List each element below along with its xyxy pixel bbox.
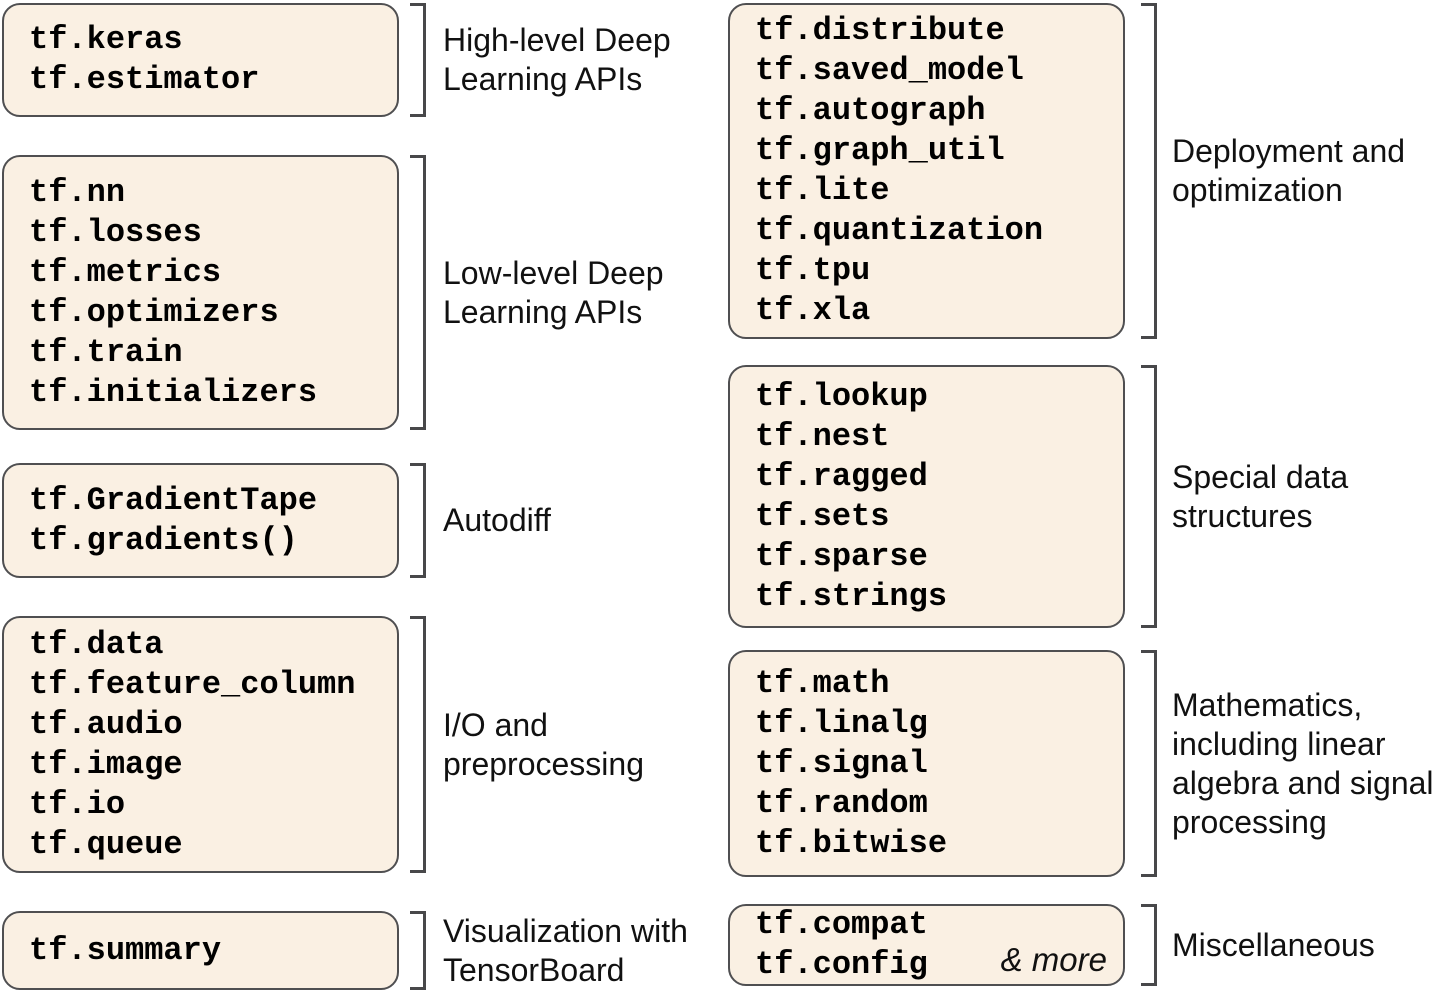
- api-box-high-level: tf.keras tf.estimator: [2, 3, 399, 117]
- category-label: I/O and preprocessing: [443, 706, 644, 782]
- module-list: tf.compat tf.config: [755, 906, 928, 983]
- api-box-visualization: tf.summary: [2, 911, 399, 990]
- more-note: & more: [1000, 941, 1107, 978]
- category-label: Special data structures: [1172, 458, 1349, 534]
- category-bracket: [1141, 650, 1157, 877]
- module-list: tf.lookup tf.nest tf.ragged tf.sets tf.s…: [755, 377, 948, 615]
- api-box-special-data: tf.lookup tf.nest tf.ragged tf.sets tf.s…: [728, 365, 1125, 628]
- category-label: Mathematics, including linear algebra an…: [1172, 686, 1434, 840]
- module-list: tf.summary: [29, 931, 222, 969]
- category-bracket: [410, 463, 426, 578]
- category-label: Miscellaneous: [1172, 926, 1375, 963]
- module-list: tf.keras tf.estimator: [29, 21, 260, 98]
- category-bracket: [1141, 365, 1157, 628]
- module-list: tf.data tf.feature_column tf.audio tf.im…: [29, 625, 356, 863]
- api-box-miscellaneous: tf.compat tf.config & more: [728, 904, 1125, 986]
- category-bracket: [1141, 3, 1157, 339]
- category-label: Deployment and optimization: [1172, 133, 1406, 208]
- module-list: tf.distribute tf.saved_model tf.autograp…: [755, 12, 1044, 329]
- category-bracket: [410, 3, 426, 117]
- category-bracket: [1141, 904, 1157, 986]
- category-label: Low-level Deep Learning APIs: [443, 254, 664, 330]
- module-list: tf.GradientTape tf.gradients(): [29, 481, 318, 559]
- api-box-autodiff: tf.GradientTape tf.gradients(): [2, 463, 399, 578]
- api-box-deployment: tf.distribute tf.saved_model tf.autograp…: [728, 3, 1125, 339]
- api-box-low-level: tf.nn tf.losses tf.metrics tf.optimizers…: [2, 155, 399, 430]
- module-list: tf.math tf.linalg tf.signal tf.random tf…: [755, 664, 948, 862]
- category-bracket: [410, 616, 426, 873]
- category-label: Visualization with TensorBoard: [443, 912, 688, 988]
- category-label: High-level Deep Learning APIs: [443, 22, 671, 97]
- category-bracket: [410, 911, 426, 990]
- category-bracket: [410, 155, 426, 430]
- category-label: Autodiff: [443, 502, 551, 538]
- api-box-mathematics: tf.math tf.linalg tf.signal tf.random tf…: [728, 650, 1125, 877]
- api-box-io: tf.data tf.feature_column tf.audio tf.im…: [2, 616, 399, 873]
- module-list: tf.nn tf.losses tf.metrics tf.optimizers…: [29, 173, 318, 411]
